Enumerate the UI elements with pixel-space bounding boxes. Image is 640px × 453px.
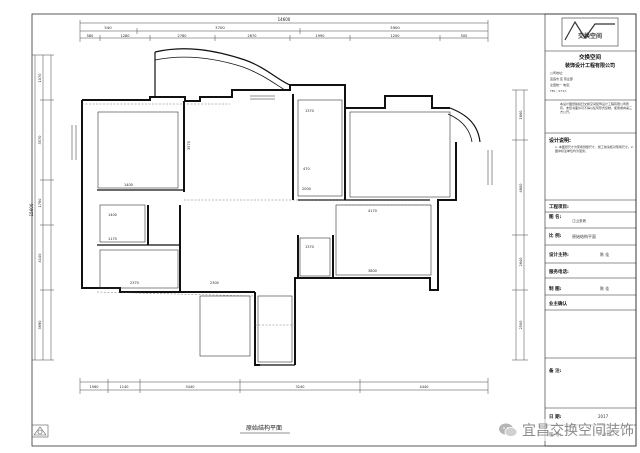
dim-top-inner-3: 2780 bbox=[178, 34, 187, 38]
dim-bottom-4: 3240 bbox=[296, 385, 305, 389]
dim-left-part-2: 3570 bbox=[38, 136, 42, 145]
company-line-2: 宜昌市 区 营业部 bbox=[550, 76, 573, 81]
dim-left-outer: 15600 bbox=[29, 203, 34, 216]
room-dim-6: 2300 bbox=[210, 281, 219, 285]
room-dim-2: 1400 bbox=[108, 213, 117, 217]
project-label: 工程项目: bbox=[549, 203, 569, 210]
wall-central-top bbox=[231, 84, 450, 109]
dim-bottom-5: 4440 bbox=[420, 385, 429, 389]
wechat-icon bbox=[499, 423, 518, 437]
room-dim-8: 470 bbox=[303, 167, 310, 171]
notes-title: 设计说明: bbox=[549, 137, 571, 144]
dim-left-part-3: 1760 bbox=[38, 199, 42, 208]
project-value: 江山多娇 bbox=[572, 218, 586, 223]
dim-left-part-5: 3690 bbox=[38, 321, 42, 330]
maker-label: 制 图: bbox=[549, 285, 562, 292]
designer-label: 设计主持: bbox=[549, 251, 569, 258]
dim-right-1: 1860 bbox=[519, 111, 523, 120]
service-label: 服务电话: bbox=[549, 268, 569, 275]
title-block bbox=[544, 13, 637, 447]
dim-top-inner-2: 1280 bbox=[121, 34, 130, 38]
date-value: 2017 bbox=[598, 414, 609, 419]
room-dim-5: 2370 bbox=[130, 281, 139, 285]
corner-logo-icon bbox=[31, 424, 49, 438]
room-dim-11: 3800 bbox=[368, 269, 377, 273]
drawing-caption: 原始结构平面 bbox=[246, 424, 282, 432]
room-dim-4: 3570 bbox=[187, 141, 191, 150]
maker-value: 陈 佳 bbox=[600, 285, 609, 291]
drawing-name-label: 图 名: bbox=[549, 213, 562, 220]
company-line-4: TEL：0717- bbox=[549, 89, 567, 93]
designer-value: 陈 佳 bbox=[600, 251, 609, 257]
dim-left-part-1: 1070 bbox=[38, 74, 42, 83]
bottom-dimensions bbox=[79, 378, 489, 394]
company-name: 交换空间 bbox=[579, 53, 602, 61]
watermark: 宜昌交换空间装饰 bbox=[498, 419, 634, 441]
notes-box: 1. 本图纸尺寸为现场测量尺寸，施工前请核对现场尺寸。2. 图中标注单位均为毫米… bbox=[555, 145, 634, 154]
dim-top-part-1: 540 bbox=[104, 25, 112, 30]
room-dim-1: 1400 bbox=[124, 183, 133, 187]
dim-top-outer: 14600 bbox=[278, 17, 291, 22]
notes-text: 1. 本图纸尺寸为现场测量尺寸，施工前请核对现场尺寸。2. 图中标注单位均为毫米… bbox=[555, 145, 634, 154]
dim-right-3: 2640 bbox=[519, 258, 523, 267]
wall-east bbox=[345, 142, 457, 291]
brand-logo: 交换空间 bbox=[561, 17, 619, 47]
room-dim-3: 1170 bbox=[108, 237, 117, 241]
beam-lines bbox=[82, 103, 430, 326]
dim-bottom-3: 3440 bbox=[186, 385, 195, 389]
top-dimensions bbox=[79, 20, 489, 42]
copyright-text: 本设计图纸版权归交换空间装饰设计工程有限公司所有，未经书面许可不得以任何形式复制… bbox=[560, 102, 633, 115]
dim-top-inner-4: 2670 bbox=[248, 34, 257, 38]
dim-top-part-3: 3900 bbox=[390, 25, 400, 30]
logo-text: 交换空间 bbox=[578, 32, 602, 40]
dim-left-part-4: 4140 bbox=[38, 254, 42, 263]
sheet-border bbox=[31, 13, 637, 447]
dim-bottom-1: 1560 bbox=[90, 385, 99, 389]
dim-top-inner-6: 1200 bbox=[391, 34, 400, 38]
room-dim-10: 4170 bbox=[368, 209, 377, 213]
left-dimensions bbox=[32, 54, 54, 361]
wall-right-balcony bbox=[449, 107, 481, 143]
room-dim-9: 2000 bbox=[302, 187, 311, 191]
dim-top-part-2: 3700 bbox=[215, 25, 225, 30]
date-label: 日 期: bbox=[549, 413, 562, 420]
dim-top-inner-1: 580 bbox=[87, 34, 94, 38]
watermark-text: 宜昌交换空间装饰 bbox=[522, 423, 634, 439]
wall-right-balcony-inner bbox=[447, 113, 473, 143]
owner-label: 业主确认 bbox=[549, 300, 567, 307]
remarks-label: 备 注: bbox=[548, 367, 562, 374]
dim-top-inner-5: 1990 bbox=[316, 34, 325, 38]
wall-left-wing bbox=[82, 94, 233, 102]
dim-top-inner-7: 500 bbox=[461, 34, 468, 38]
room-dim-12: 1370 bbox=[305, 245, 314, 249]
dim-bottom-2: 1140 bbox=[120, 385, 129, 389]
company-line-1: 公司地址： bbox=[550, 70, 565, 75]
scale-label: 比 例: bbox=[549, 232, 562, 239]
wall-south-annex-2 bbox=[294, 277, 345, 292]
wall-balcony-curve bbox=[154, 48, 291, 86]
dim-right-2: 4800 bbox=[519, 184, 523, 193]
window-marks bbox=[71, 95, 493, 185]
wall-balcony-curve-inner bbox=[154, 56, 286, 91]
dim-right-4: 2500 bbox=[519, 321, 523, 330]
floor-plan-walls bbox=[81, 48, 481, 366]
wall-west bbox=[81, 100, 255, 293]
copyright-box: 本设计图纸版权归交换空间装饰设计工程有限公司所有，未经书面许可不得以任何形式复制… bbox=[560, 102, 633, 115]
drawing-name-value: 原始结构平面 bbox=[572, 233, 596, 239]
room-dim-7: 1370 bbox=[305, 109, 314, 113]
room-outlines bbox=[97, 99, 451, 363]
wall-south-annex bbox=[254, 292, 260, 366]
company-sub: 装饰设计工程有限公司 bbox=[564, 62, 615, 69]
company-line-3: 全国统一 电话： bbox=[550, 82, 572, 87]
right-dimensions bbox=[512, 89, 528, 361]
